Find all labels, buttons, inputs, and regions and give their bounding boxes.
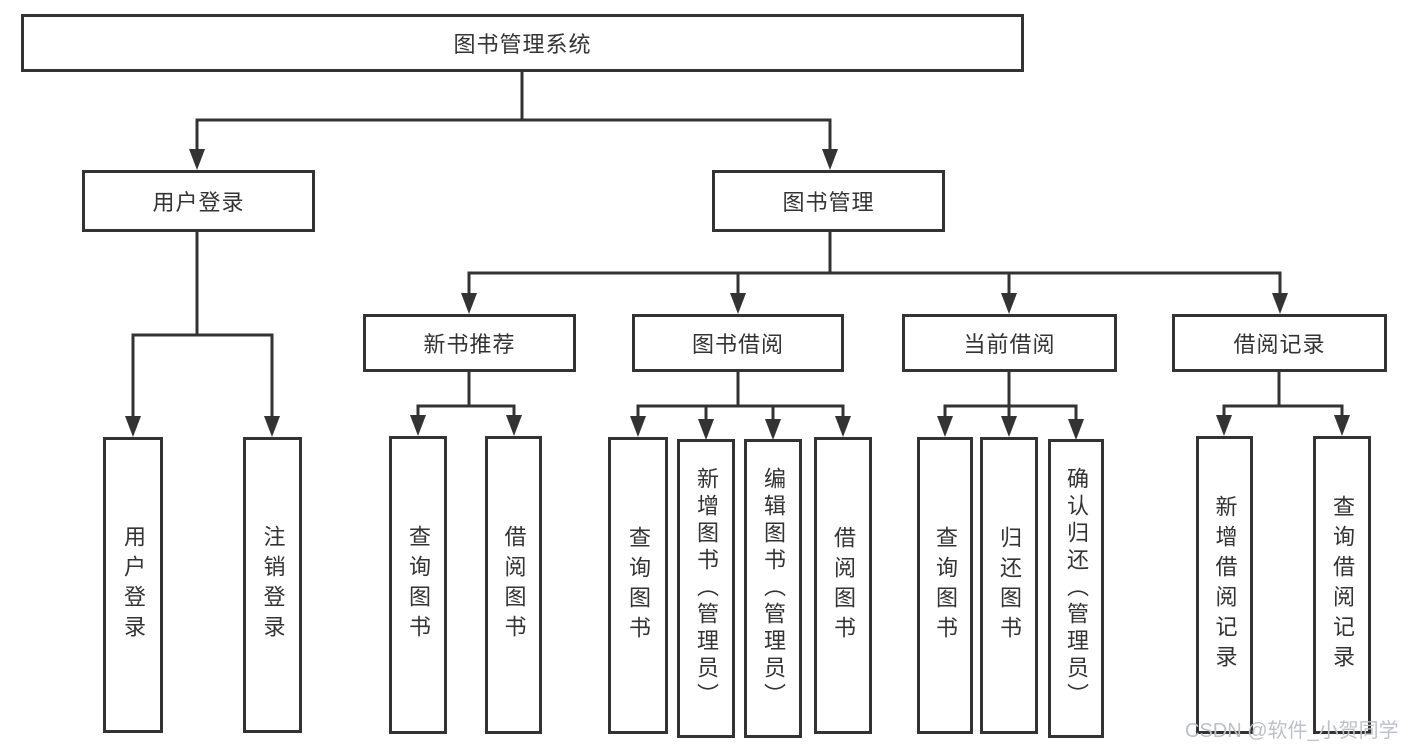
leaf-edit-books-admin: 编辑图书（管理员）	[744, 439, 802, 738]
csdn-watermark: CSDN @软件_小贺同学	[1185, 720, 1399, 742]
node-current-borrow: 当前借阅	[902, 314, 1117, 372]
node-user-login-label: 用户登录	[152, 190, 245, 215]
node-book-borrow-label: 图书借阅	[691, 332, 784, 357]
leaf-add-books-admin: 新增图书（管理员）	[677, 439, 735, 738]
leaf-logout-label: 注销登录	[260, 525, 286, 645]
node-root-system: 图书管理系统	[21, 14, 1024, 72]
leaf-borrow-books-2-label: 借阅图书	[831, 525, 856, 646]
leaf-borrow-books-1: 借阅图书	[485, 436, 542, 734]
node-root-label: 图书管理系统	[453, 32, 592, 57]
node-current-borrow-label: 当前借阅	[963, 332, 1056, 357]
leaf-add-borrow-record: 新增借阅记录	[1196, 436, 1253, 734]
node-user-login: 用户登录	[82, 170, 315, 232]
leaf-add-books-admin-label: 新增图书（管理员）	[694, 467, 719, 710]
leaf-user-login: 用户登录	[103, 437, 163, 733]
leaf-add-borrow-record-label: 新增借阅记录	[1212, 495, 1238, 675]
node-book-management-label: 图书管理	[782, 190, 875, 215]
node-book-borrow: 图书借阅	[632, 314, 844, 372]
leaf-query-books-3: 查询图书	[917, 437, 973, 734]
leaf-query-books-2: 查询图书	[608, 437, 668, 734]
leaf-borrow-books-1-label: 借阅图书	[501, 525, 527, 645]
leaf-edit-books-admin-label: 编辑图书（管理员）	[761, 467, 786, 710]
node-new-book-recommend: 新书推荐	[363, 314, 576, 372]
node-borrow-record: 借阅记录	[1172, 314, 1387, 372]
leaf-return-books-label: 归还图书	[997, 525, 1022, 646]
node-new-book-recommend-label: 新书推荐	[423, 332, 516, 357]
leaf-borrow-books-2: 借阅图书	[814, 437, 872, 734]
leaf-query-books-1: 查询图书	[389, 436, 447, 734]
arrowheads	[125, 149, 1350, 440]
leaf-confirm-return-admin-label: 确认归还（管理员）	[1064, 467, 1089, 710]
leaf-query-borrow-record: 查询借阅记录	[1313, 436, 1371, 734]
leaf-query-borrow-record-label: 查询借阅记录	[1330, 495, 1355, 675]
leaf-logout: 注销登录	[243, 437, 302, 733]
leaf-return-books: 归还图书	[980, 437, 1038, 734]
node-borrow-record-label: 借阅记录	[1233, 332, 1326, 357]
leaf-query-books-1-label: 查询图书	[406, 525, 431, 645]
leaf-query-books-3-label: 查询图书	[933, 525, 958, 646]
leaf-user-login-label: 用户登录	[121, 525, 146, 645]
leaf-confirm-return-admin: 确认归还（管理员）	[1048, 439, 1104, 738]
leaf-query-books-2-label: 查询图书	[626, 525, 651, 646]
node-book-management: 图书管理	[712, 170, 945, 232]
